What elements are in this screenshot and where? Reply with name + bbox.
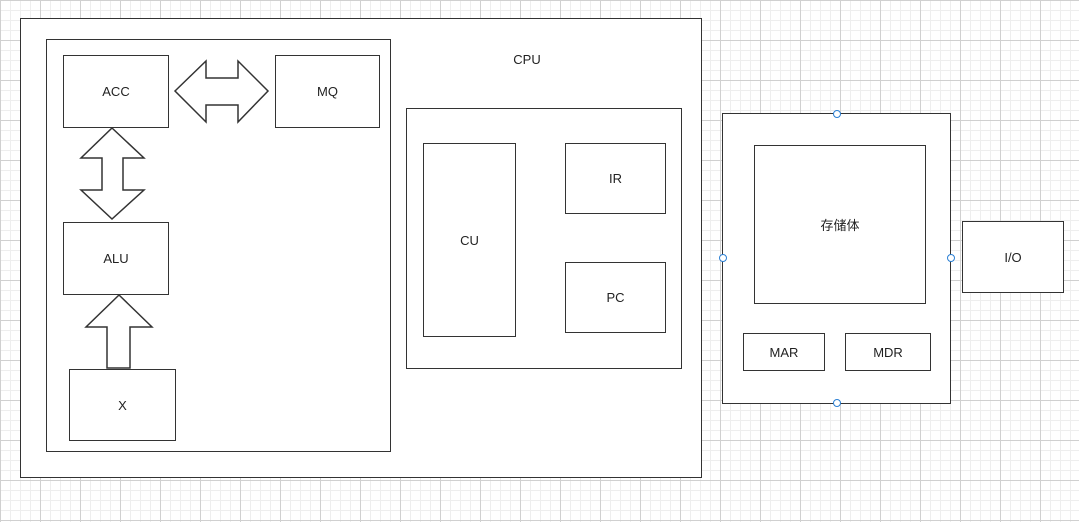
x-label: X (118, 397, 127, 413)
cpu-label: CPU (513, 51, 541, 67)
mdr-box: MDR (845, 333, 931, 371)
acc-alu-double-arrow (79, 126, 146, 221)
mar-box: MAR (743, 333, 825, 371)
acc-box: ACC (63, 55, 169, 128)
resize-handle-left[interactable] (719, 254, 727, 262)
pc-label: PC (606, 290, 625, 305)
acc-label: ACC (102, 84, 130, 99)
cu-label: CU (460, 232, 479, 248)
storage-label: 存储体 (820, 218, 860, 233)
alu-label: ALU (103, 251, 129, 266)
resize-handle-top[interactable] (833, 110, 841, 118)
x-to-alu-arrow (84, 293, 154, 369)
mq-label: MQ (317, 84, 338, 99)
alu-box: ALU (63, 222, 169, 295)
resize-handle-right[interactable] (947, 254, 955, 262)
storage-box: 存储体 (754, 145, 926, 304)
io-box: I/O (962, 221, 1064, 293)
cu-box: CU (423, 143, 516, 337)
resize-handle-bottom[interactable] (833, 399, 841, 407)
x-box: X (69, 369, 176, 441)
pc-box: PC (565, 262, 666, 333)
acc-mq-double-arrow (173, 59, 270, 124)
mq-box: MQ (275, 55, 380, 128)
ir-box: IR (565, 143, 666, 214)
io-label: I/O (1004, 249, 1022, 265)
mdr-label: MDR (873, 344, 903, 360)
mar-label: MAR (769, 344, 799, 360)
ir-label: IR (609, 171, 622, 186)
